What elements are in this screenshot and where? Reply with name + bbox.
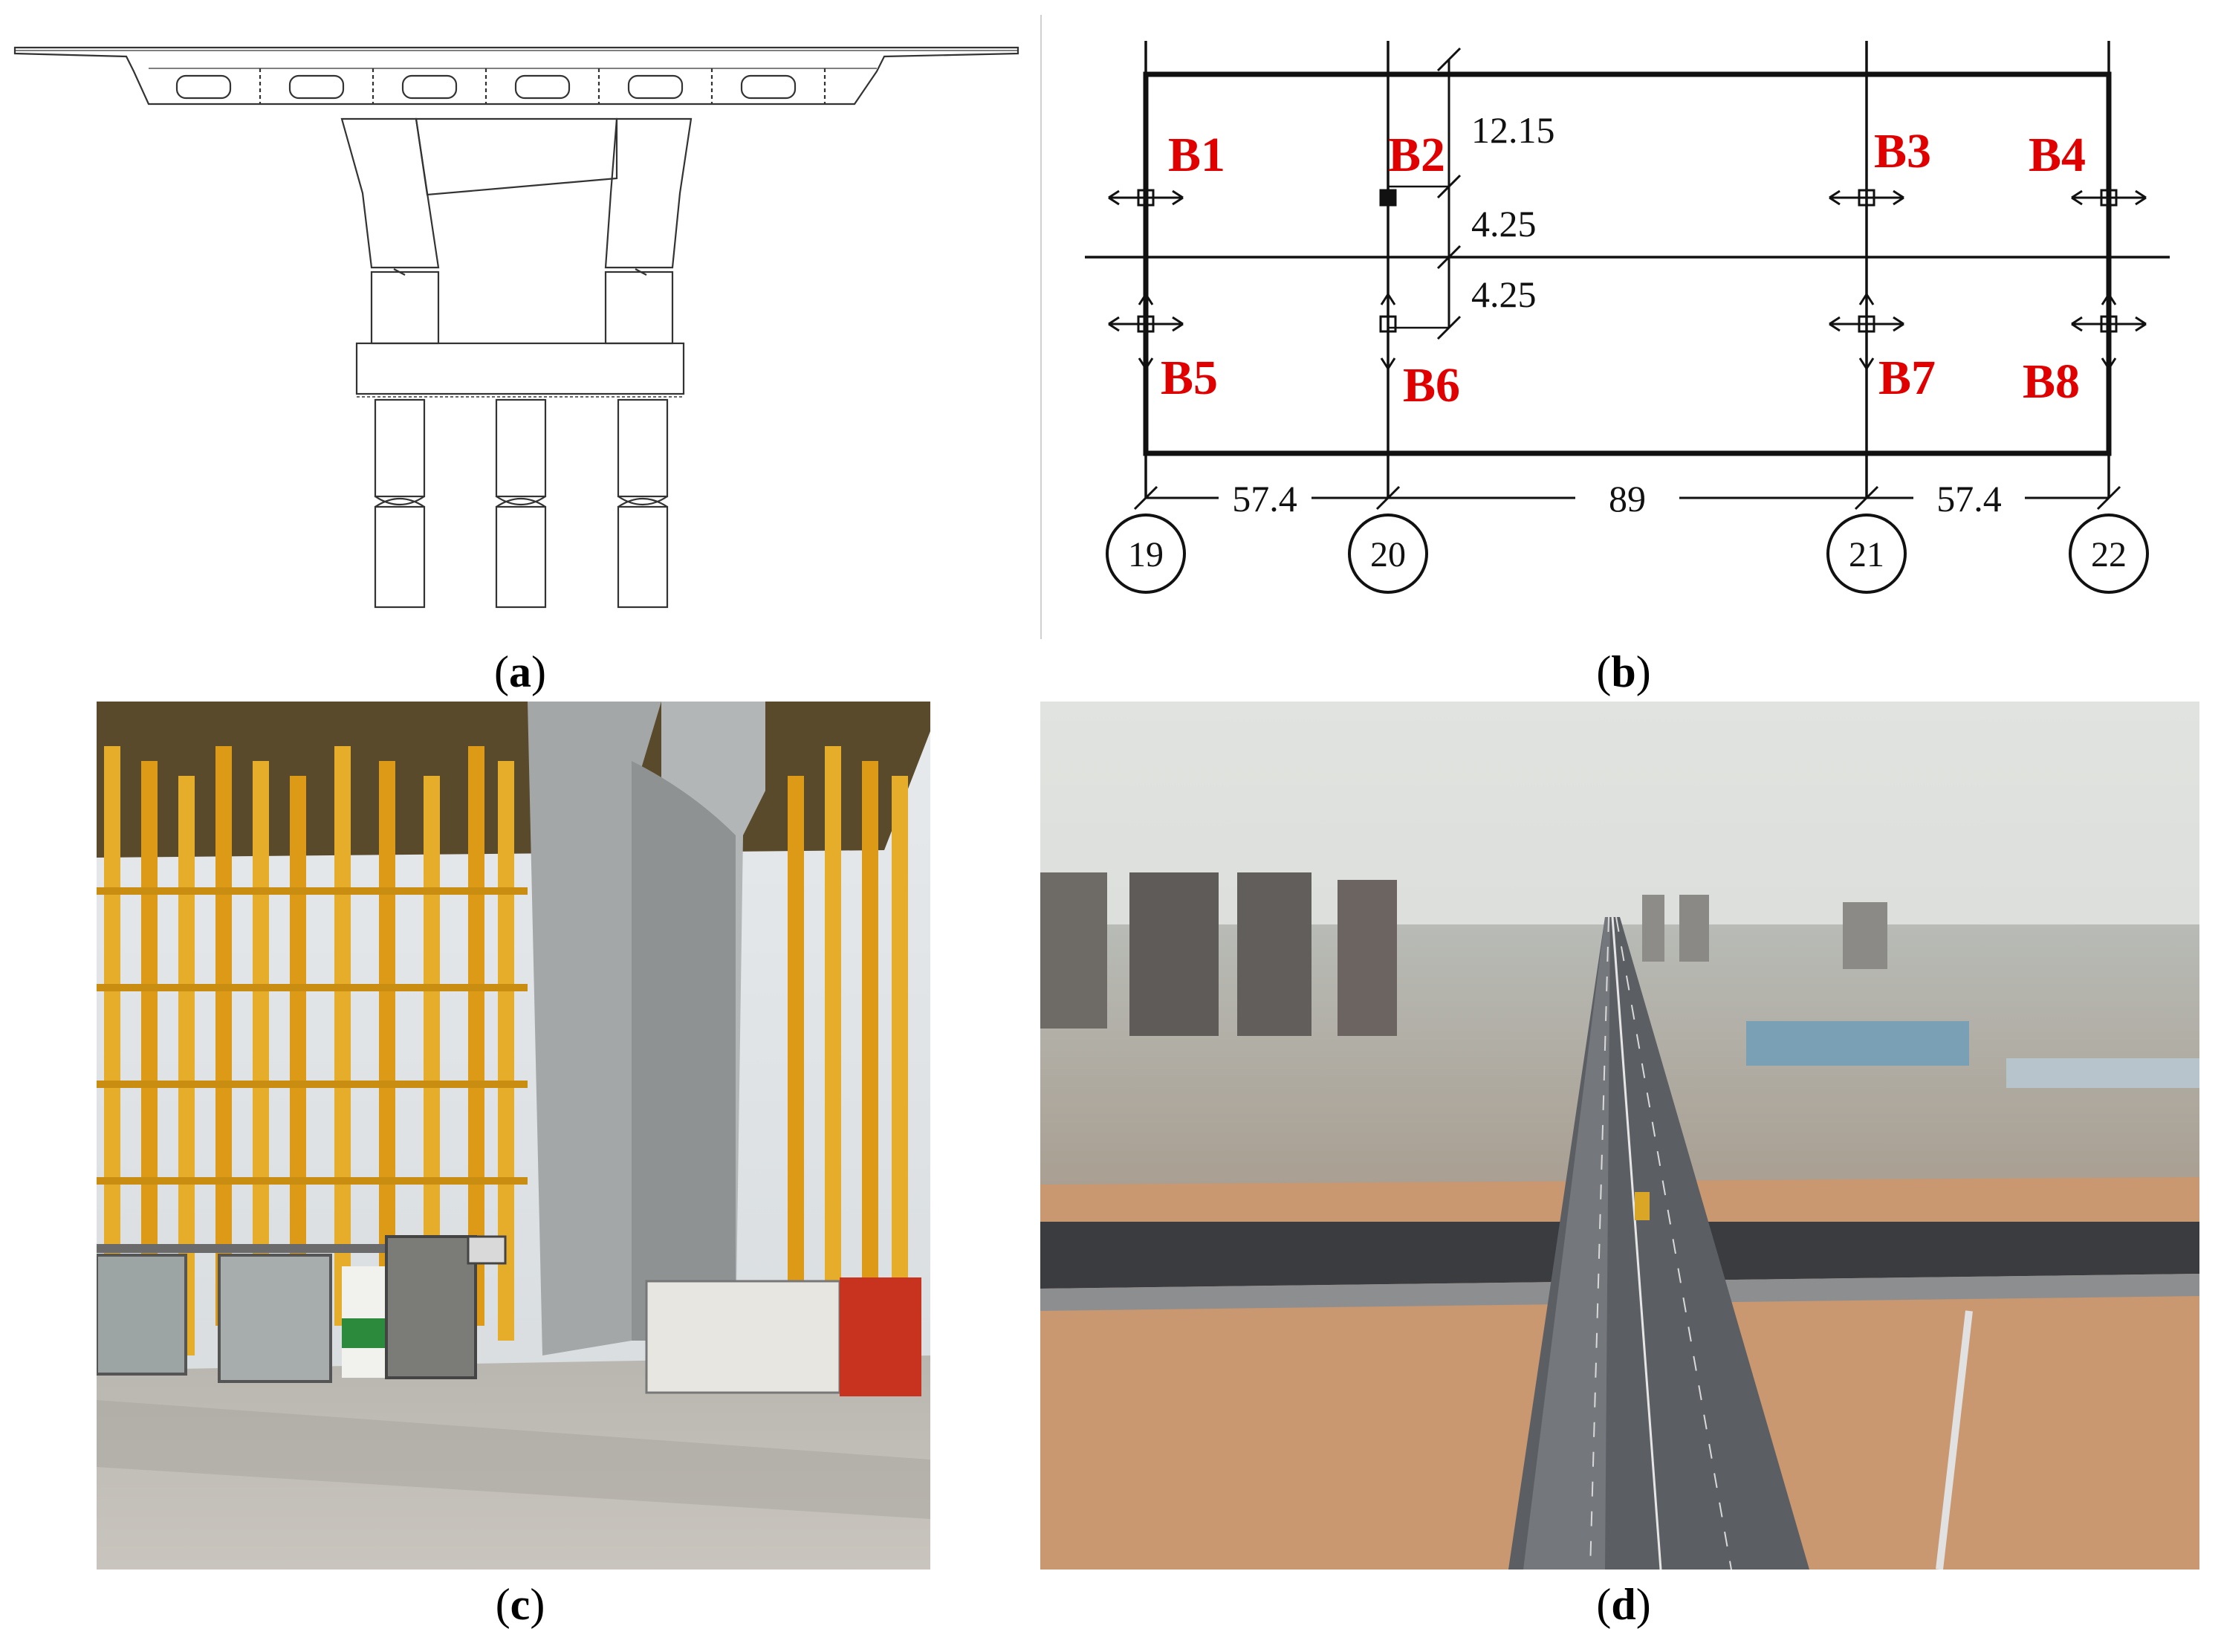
bearing-layout-plan: B1 B2 B3 B4 B5 B6 B7 B8 12.15 4.25 4.25 … bbox=[1085, 41, 2170, 594]
bearing-b8-symbol bbox=[2071, 294, 2147, 369]
bearing-label-b2: B2 bbox=[1388, 128, 1445, 182]
bearing-b7-symbol bbox=[1829, 294, 1904, 369]
axis-label-22: 22 bbox=[2091, 535, 2127, 574]
bearing-label-b7: B7 bbox=[1878, 351, 1936, 405]
dim-span-1: 57.4 bbox=[1232, 478, 1297, 519]
panel-divider bbox=[1040, 15, 1042, 639]
caption-b-letter: b bbox=[1611, 647, 1636, 696]
cross-section-drawing bbox=[13, 46, 1019, 609]
axis-label-19: 19 bbox=[1128, 535, 1164, 574]
panel-b-bearing-layout: B1 B2 B3 B4 B5 B6 B7 B8 12.15 4.25 4.25 … bbox=[1055, 15, 2185, 632]
bearing-b6-symbol bbox=[1379, 294, 1397, 369]
bearing-b1-symbol bbox=[1108, 189, 1184, 207]
bearing-label-b8: B8 bbox=[2023, 354, 2080, 409]
axis-label-20: 20 bbox=[1370, 535, 1406, 574]
caption-b: (b) bbox=[1596, 647, 1651, 696]
bearing-b4-symbol bbox=[2071, 189, 2147, 207]
dim-vertical-bottom: 4.25 bbox=[1471, 273, 1537, 315]
axis-label-21: 21 bbox=[1849, 535, 1884, 574]
dim-vertical-top: 12.15 bbox=[1471, 109, 1555, 151]
bearing-b3-symbol bbox=[1829, 189, 1904, 207]
dim-vertical-mid: 4.25 bbox=[1471, 203, 1537, 244]
panel-c-construction-photo bbox=[95, 702, 930, 1570]
caption-c-letter: c bbox=[510, 1580, 531, 1629]
caption-d: (d) bbox=[1596, 1580, 1651, 1629]
bearing-b5-symbol bbox=[1108, 294, 1184, 369]
dim-span-3: 57.4 bbox=[1936, 478, 2002, 519]
panel-d-aerial-photo bbox=[1040, 702, 2199, 1570]
caption-a: (a) bbox=[494, 647, 546, 696]
bearing-label-b6: B6 bbox=[1403, 358, 1460, 412]
caption-a-letter: a bbox=[509, 647, 531, 696]
panel-a-cross-section bbox=[0, 0, 1033, 624]
dim-span-2: 89 bbox=[1609, 478, 1646, 519]
caption-d-letter: d bbox=[1611, 1580, 1636, 1629]
aerial-photo-illustration bbox=[1040, 702, 2199, 1570]
bearing-label-b1: B1 bbox=[1168, 128, 1225, 182]
bearing-label-b4: B4 bbox=[2029, 128, 2086, 182]
bearing-b2-symbol bbox=[1379, 189, 1397, 207]
bearing-label-b3: B3 bbox=[1874, 124, 1931, 178]
bearing-label-b5: B5 bbox=[1161, 351, 1218, 405]
caption-c: (c) bbox=[495, 1580, 545, 1629]
construction-photo-illustration bbox=[95, 702, 930, 1570]
